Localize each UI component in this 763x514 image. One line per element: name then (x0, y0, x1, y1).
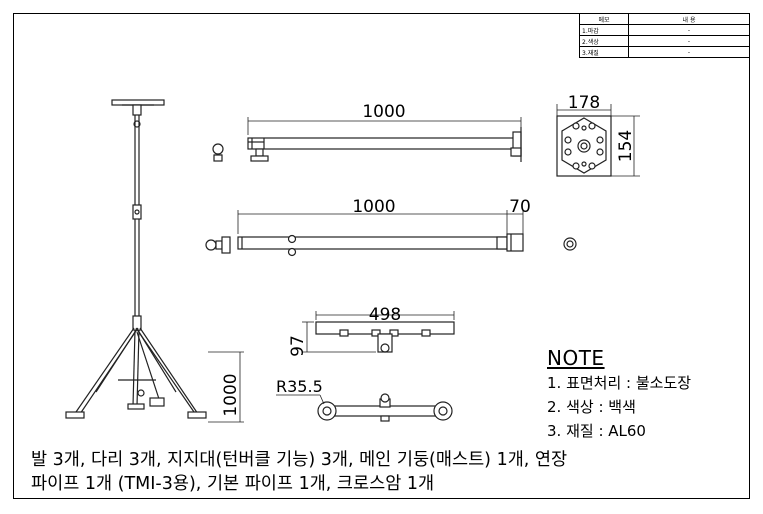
lower-pipe-drawing (205, 210, 577, 257)
lower-pipe-length-dimension: 1000 (352, 197, 395, 217)
memo-table: 메모 내 용 1.마감 - 2.색상 - 3.재질 - (579, 13, 750, 58)
upper-pipe-length-dimension: 1000 (362, 102, 405, 122)
parts-caption: 발 3개, 다리 3개, 지지대(턴버클 기능) 3개, 메인 기둥(매스트) … (31, 448, 567, 496)
memo-row: 3.재질 - (579, 46, 750, 58)
caption-line-1: 발 3개, 다리 3개, 지지대(턴버클 기능) 3개, 메인 기둥(매스트) … (31, 450, 568, 470)
plate-height-dimension: 154 (616, 130, 636, 162)
note-title: NOTE (547, 346, 605, 370)
drawing-frame (13, 13, 750, 499)
plate-width-dimension: 178 (568, 93, 600, 113)
crossarm-radius-dimension: R35.5 (276, 377, 323, 396)
memo-row-value: - (628, 46, 750, 58)
caption-line-2: 파이프 1개 (TMI-3용), 기본 파이프 1개, 크로스암 1개 (31, 474, 435, 494)
lower-pipe-end-dimension: 70 (509, 197, 531, 217)
note-block: NOTE 1. 표면처리 : 불소도장 2. 색상 : 백색 3. 재질 : A… (547, 345, 691, 443)
crossarm-width-dimension: 498 (369, 305, 401, 325)
crossarm-drawing (276, 311, 455, 422)
memo-row: 2.색상 - (579, 35, 750, 47)
note-item: 2. 색상 : 백색 (547, 398, 636, 416)
tripod-stand (65, 99, 244, 423)
note-item: 1. 표면처리 : 불소도장 (547, 374, 692, 392)
upper-pipe-drawing (212, 117, 522, 162)
crossarm-height-dimension: 97 (288, 335, 308, 357)
stand-height-dimension: 1000 (221, 373, 241, 416)
plate-drawing (556, 104, 640, 177)
note-item: 3. 재질 : AL60 (547, 422, 646, 440)
